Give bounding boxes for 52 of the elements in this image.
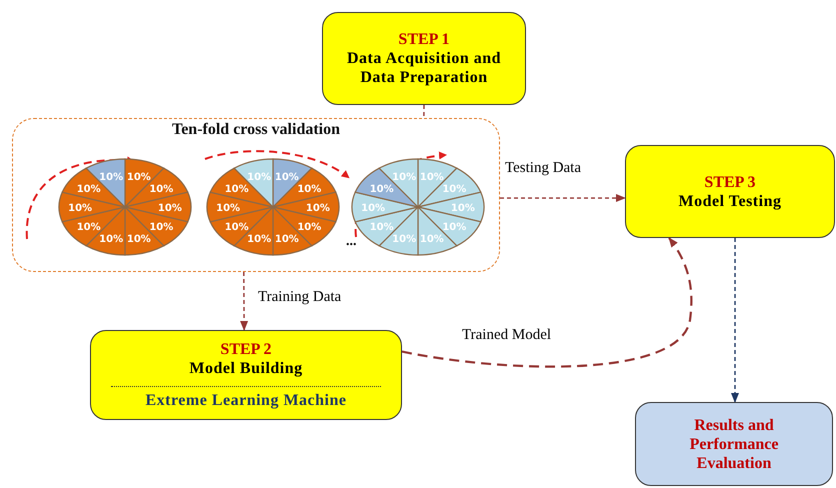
step-box xyxy=(90,330,402,420)
edge-label: Testing Data xyxy=(503,160,584,177)
step-box xyxy=(625,145,835,238)
slice-label: 10% xyxy=(224,184,249,195)
slice-label: 10% xyxy=(247,234,272,246)
slice-label: 10% xyxy=(274,234,299,246)
slice-label: 10% xyxy=(216,203,240,214)
step-title: Model Testing xyxy=(678,192,782,210)
arrow xyxy=(402,237,692,368)
slice-label: 10% xyxy=(420,172,444,183)
slice-label: 10% xyxy=(274,172,299,183)
slice-label: 10% xyxy=(392,234,416,246)
slice-label: 10% xyxy=(99,172,124,183)
group-title: Ten-fold cross validation xyxy=(172,121,340,139)
slice-label: 10% xyxy=(297,184,322,195)
slice-label: 10% xyxy=(442,184,466,195)
slice-label: 10% xyxy=(126,234,151,246)
arrow xyxy=(500,194,626,202)
slice-label: 10% xyxy=(224,222,249,234)
slice-label: 10% xyxy=(297,222,322,234)
group-container xyxy=(12,118,500,272)
slice-label: 10% xyxy=(149,184,174,195)
step-title: Model Building xyxy=(189,359,303,378)
step-box xyxy=(322,12,526,105)
step-number: STEP 3 xyxy=(704,172,756,192)
method-name: Extreme Learning Machine xyxy=(145,391,346,410)
slice-label: 10% xyxy=(420,234,444,246)
slice-label: 10% xyxy=(306,203,330,214)
slice-label: 10% xyxy=(442,222,466,234)
slice-label: 10% xyxy=(392,172,416,183)
slice-label: 10% xyxy=(450,203,475,214)
slice-label: 10% xyxy=(76,184,101,195)
slice-label: 10% xyxy=(68,203,92,214)
slice-label: 10% xyxy=(247,172,272,183)
slice-label: 10% xyxy=(76,222,101,234)
slice-label: 10% xyxy=(361,203,386,214)
slice-label: 10% xyxy=(149,222,174,234)
step-title: Data Acquisition and Data Preparation xyxy=(346,49,502,87)
slice-label: 10% xyxy=(158,203,182,214)
slice-label: 10% xyxy=(370,184,394,195)
arrow xyxy=(731,238,739,403)
slice-label: 10% xyxy=(99,234,124,246)
result-box xyxy=(635,402,833,486)
slice-label: 10% xyxy=(370,222,394,234)
step-number: STEP 1 xyxy=(398,30,450,49)
result-text: Results and Performance Evaluation xyxy=(688,416,780,472)
edge-label: Training Data xyxy=(256,289,344,306)
slice-label: 10% xyxy=(126,172,151,183)
connector-line xyxy=(423,105,425,118)
ellipsis: ... xyxy=(346,234,356,249)
step-number: STEP 2 xyxy=(220,340,272,359)
arrow xyxy=(240,272,248,331)
